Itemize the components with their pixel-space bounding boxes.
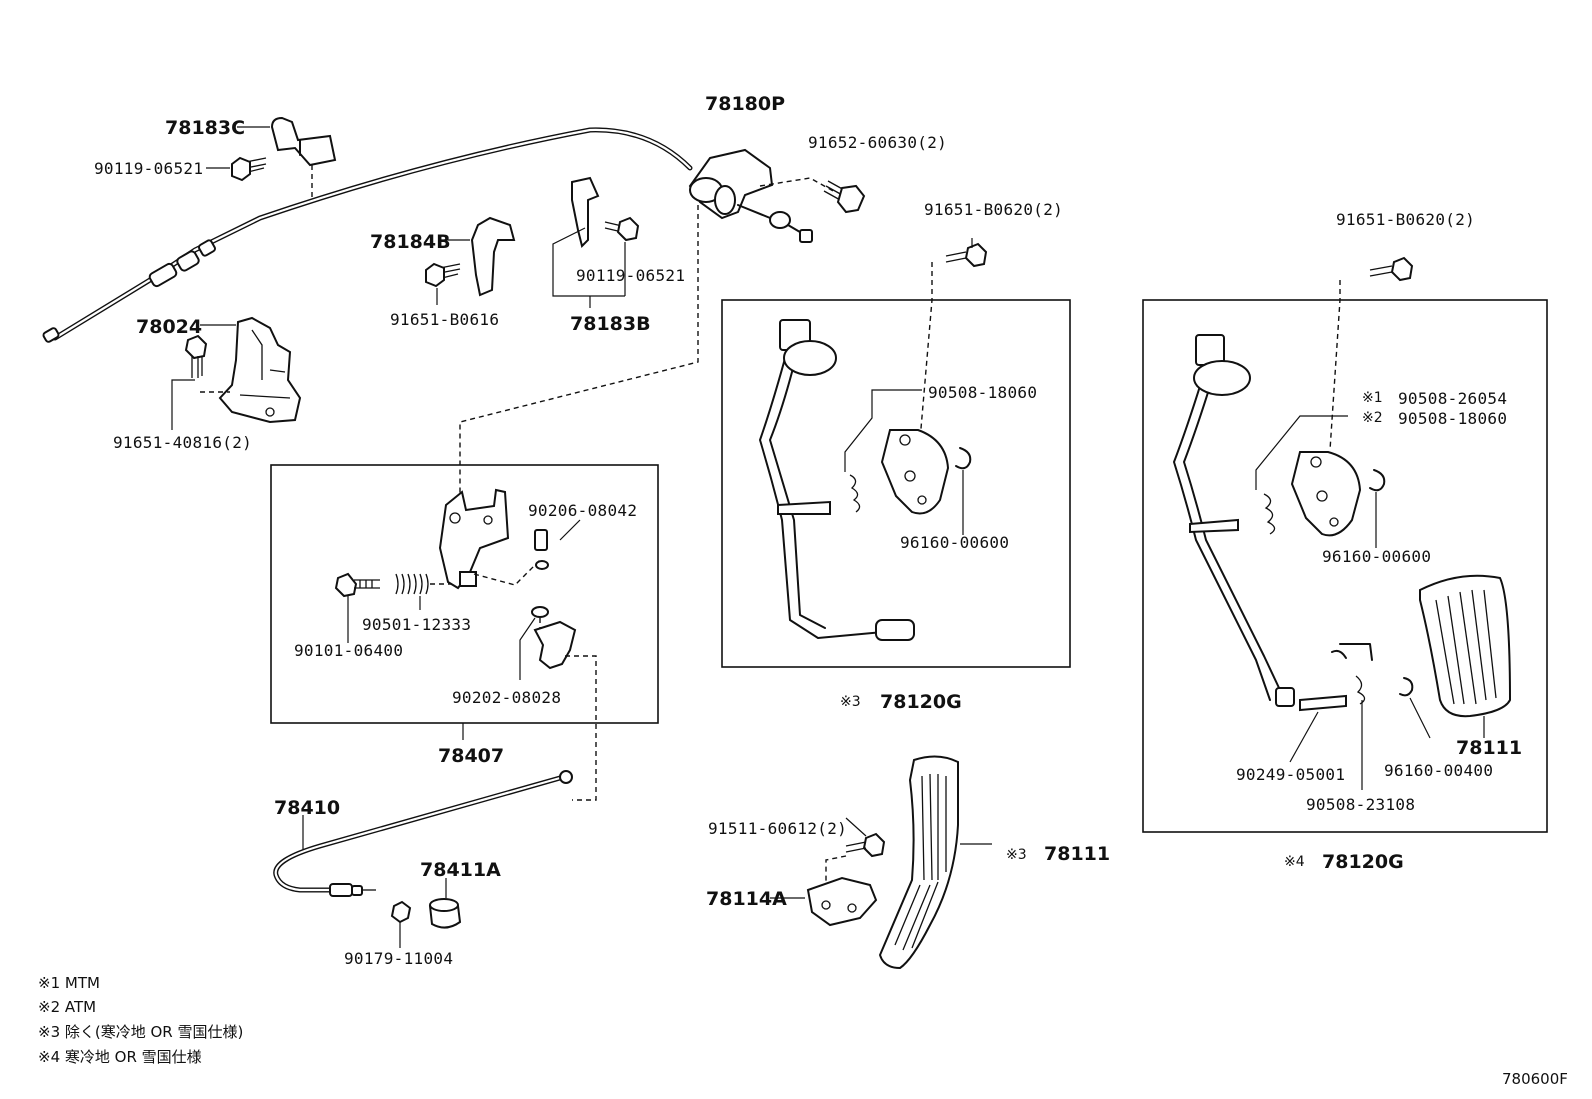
legend-item-3: ※3 除く(寒冷地 OR 雪国仕様)	[38, 1023, 243, 1041]
bracket-78024	[200, 316, 302, 424]
mark-3-a: ※3	[840, 694, 861, 710]
bolt-90119-06521-a	[206, 156, 267, 182]
label-96160-00600-a: 96160-00600	[900, 533, 1009, 552]
label-78120g-a: 78120G	[880, 691, 962, 713]
label-90119-06521-b: 90119-06521	[576, 266, 685, 285]
legend-item-1: ※1 MTM	[38, 974, 100, 992]
label-78024: 78024	[136, 316, 202, 338]
label-90206-08042: 90206-08042	[528, 501, 637, 520]
label-78183c: 78183C	[165, 117, 245, 139]
label-90508-26054: 90508-26054	[1398, 389, 1507, 408]
dashed-link-78180p-78407	[459, 205, 699, 495]
label-78183b: 78183B	[570, 313, 651, 335]
label-91651-b0620-b: 91651-B0620(2)	[1336, 210, 1475, 229]
label-78407: 78407	[438, 745, 504, 767]
assembly-box-78120g-b	[1142, 256, 1548, 833]
nut-90179-11004	[390, 900, 412, 948]
legend-item-4: ※4 寒冷地 OR 雪国仕様	[38, 1048, 202, 1066]
label-90508-18060-a: 90508-18060	[928, 383, 1037, 402]
mark-4: ※4	[1284, 854, 1305, 870]
label-91651-b0616: 91651-B0616	[390, 310, 499, 329]
assembly-box-78120g-a	[721, 238, 1071, 668]
label-90508-23108: 90508-23108	[1306, 795, 1415, 814]
bolt-91651-40816	[171, 334, 208, 430]
bracket-78183b	[552, 176, 625, 308]
cap-78411a	[428, 878, 462, 929]
label-78410: 78410	[274, 797, 340, 819]
label-91652-60630: 91652-60630(2)	[808, 133, 947, 152]
label-78114a: 78114A	[706, 888, 787, 910]
label-90249-05001: 90249-05001	[1236, 765, 1345, 784]
accelerator-cable-78180p	[42, 127, 813, 343]
label-90508-18060-b: 90508-18060	[1398, 409, 1507, 428]
bolt-91651-b0616	[425, 262, 461, 305]
label-90501-12333: 90501-12333	[362, 615, 471, 634]
pedal-pad-78111-center	[878, 755, 992, 970]
label-78111-a: 78111	[1044, 843, 1110, 865]
legend: ※1 MTM ※2 ATM ※3 除く(寒冷地 OR 雪国仕様) ※4 寒冷地 …	[38, 974, 243, 1066]
mark-1: ※1	[1362, 390, 1383, 406]
label-90119-06521-a: 90119-06521	[94, 159, 203, 178]
label-90179-11004: 90179-11004	[344, 949, 453, 968]
label-91511-60612: 91511-60612(2)	[708, 819, 847, 838]
label-78111-b: 78111	[1456, 737, 1522, 759]
label-78120g-b: 78120G	[1322, 851, 1404, 873]
label-96160-00400: 96160-00400	[1384, 761, 1493, 780]
bolt-91652-60630	[759, 177, 866, 214]
label-90202-08028: 90202-08028	[452, 688, 561, 707]
label-91651-40816: 91651-40816(2)	[113, 433, 252, 452]
bracket-78114a	[770, 876, 878, 927]
clamp-78183c	[237, 116, 337, 200]
diagram-code: 780600F	[1502, 1070, 1568, 1088]
label-78184b: 78184B	[370, 231, 451, 253]
label-78180p: 78180P	[705, 93, 785, 115]
bracket-78184b	[440, 216, 516, 297]
bolt-91511-60612	[825, 817, 886, 882]
mark-3-b: ※3	[1006, 847, 1027, 863]
label-90101-06400: 90101-06400	[294, 641, 403, 660]
legend-item-2: ※2 ATM	[38, 998, 96, 1016]
cable-78410	[273, 770, 573, 897]
bolt-90119-06521-b	[604, 216, 640, 296]
label-78411a: 78411A	[420, 859, 501, 881]
label-91651-b0620-a: 91651-B0620(2)	[924, 200, 1063, 219]
label-96160-00600-b: 96160-00600	[1322, 547, 1431, 566]
assembly-box-78407	[270, 464, 659, 801]
mark-2: ※2	[1362, 410, 1383, 426]
